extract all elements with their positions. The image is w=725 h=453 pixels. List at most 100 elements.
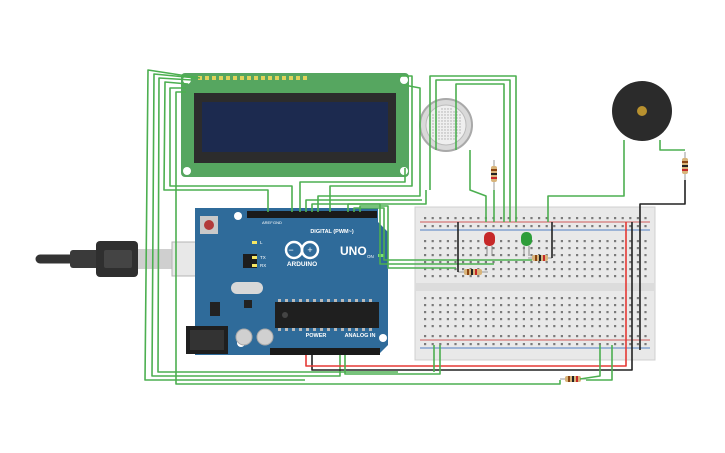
breadboard-hole xyxy=(522,225,525,228)
breadboard-hole xyxy=(424,261,427,264)
breadboard-hole xyxy=(522,261,525,264)
chip-pin xyxy=(313,328,316,331)
breadboard-hole xyxy=(515,240,518,243)
breadboard-hole xyxy=(484,304,487,307)
breadboard-hole xyxy=(507,240,510,243)
breadboard-hole xyxy=(500,297,503,300)
mesh-dot xyxy=(444,111,446,113)
breadboard-hole xyxy=(515,318,518,321)
breadboard-hole xyxy=(530,261,533,264)
arduino-uno-board[interactable]: − + ARDUINO UNO DIGITAL (PWM~) POWER ANA… xyxy=(186,208,388,355)
breadboard-hole xyxy=(484,343,487,346)
breadboard-hole xyxy=(606,261,609,264)
breadboard-holes xyxy=(424,217,647,346)
breadboard-hole xyxy=(583,335,586,338)
breadboard-hole xyxy=(522,325,525,328)
breadboard-hole xyxy=(469,240,472,243)
breadboard-hole xyxy=(515,325,518,328)
mesh-dot xyxy=(450,120,452,122)
breadboard-hole xyxy=(621,240,624,243)
breadboard-hole xyxy=(614,225,617,228)
resistor-red-led[interactable] xyxy=(458,269,488,275)
breadboard-hole xyxy=(446,275,449,278)
breadboard-hole xyxy=(484,335,487,338)
gas-sensor[interactable] xyxy=(419,98,473,152)
wire xyxy=(299,168,406,212)
breadboard-hole xyxy=(583,268,586,271)
breadboard-hole xyxy=(515,225,518,228)
breadboard-hole xyxy=(614,268,617,271)
breadboard[interactable] xyxy=(414,206,656,361)
lcd-16x2[interactable] xyxy=(181,73,409,177)
breadboard-hole xyxy=(530,268,533,271)
breadboard-hole xyxy=(522,304,525,307)
breadboard-hole xyxy=(522,311,525,314)
breadboard-hole xyxy=(568,261,571,264)
breadboard-hole xyxy=(484,268,487,271)
breadboard-hole xyxy=(500,217,503,220)
breadboard-hole xyxy=(477,261,480,264)
chip-pin xyxy=(348,328,351,331)
breadboard-hole xyxy=(454,240,457,243)
breadboard-hole xyxy=(553,311,556,314)
breadboard-hole xyxy=(477,325,480,328)
breadboard-hole xyxy=(538,335,541,338)
green-led[interactable] xyxy=(521,232,532,256)
resistor-green-led[interactable] xyxy=(528,255,552,261)
resistor-buzzer[interactable] xyxy=(682,152,688,180)
breadboard-hole xyxy=(424,275,427,278)
breadboard-hole xyxy=(431,325,434,328)
breadboard-hole xyxy=(583,261,586,264)
breadboard-hole xyxy=(614,335,617,338)
wire xyxy=(305,199,422,212)
mesh-dot xyxy=(450,108,452,110)
breadboard-hole xyxy=(614,304,617,307)
breadboard-hole xyxy=(576,325,579,328)
piezo-buzzer[interactable] xyxy=(612,81,672,141)
breadboard-hole xyxy=(538,318,541,321)
breadboard-hole xyxy=(484,275,487,278)
chip-pin xyxy=(306,299,309,302)
on-label: ON xyxy=(367,254,374,259)
breadboard-hole xyxy=(507,275,510,278)
breadboard-hole xyxy=(462,304,465,307)
red-led[interactable] xyxy=(484,232,495,256)
breadboard-hole xyxy=(507,247,510,250)
breadboard-hole xyxy=(591,304,594,307)
breadboard-hole xyxy=(454,343,457,346)
breadboard-hole xyxy=(591,335,594,338)
breadboard-hole xyxy=(598,335,601,338)
breadboard-hole xyxy=(439,311,442,314)
breadboard-hole xyxy=(439,261,442,264)
mesh-dot xyxy=(453,123,455,125)
breadboard-hole xyxy=(538,261,541,264)
breadboard-hole xyxy=(644,254,647,257)
breadboard-hole xyxy=(545,297,548,300)
breadboard-hole xyxy=(629,225,632,228)
breadboard-hole xyxy=(621,335,624,338)
breadboard-hole xyxy=(492,268,495,271)
breadboard-hole xyxy=(500,268,503,271)
breadboard-hole xyxy=(591,325,594,328)
mesh-dot xyxy=(447,114,449,116)
mesh-dot xyxy=(459,129,461,131)
breadboard-hole xyxy=(446,304,449,307)
breadboard-hole xyxy=(424,254,427,257)
breadboard-hole xyxy=(629,217,632,220)
breadboard-hole xyxy=(553,225,556,228)
breadboard-hole xyxy=(522,335,525,338)
breadboard-hole xyxy=(644,325,647,328)
chip-pin xyxy=(292,299,295,302)
breadboard-hole xyxy=(583,217,586,220)
breadboard-hole xyxy=(462,275,465,278)
breadboard-hole xyxy=(614,275,617,278)
digital-label: DIGITAL (PWM~) xyxy=(310,229,354,235)
resistor-sensor[interactable] xyxy=(491,160,497,190)
breadboard-hole xyxy=(598,304,601,307)
breadboard-hole xyxy=(629,240,632,243)
breadboard-hole xyxy=(477,318,480,321)
power-label: POWER xyxy=(306,333,327,339)
mesh-dot xyxy=(453,117,455,119)
breadboard-hole xyxy=(636,247,639,250)
breadboard-hole xyxy=(583,343,586,346)
